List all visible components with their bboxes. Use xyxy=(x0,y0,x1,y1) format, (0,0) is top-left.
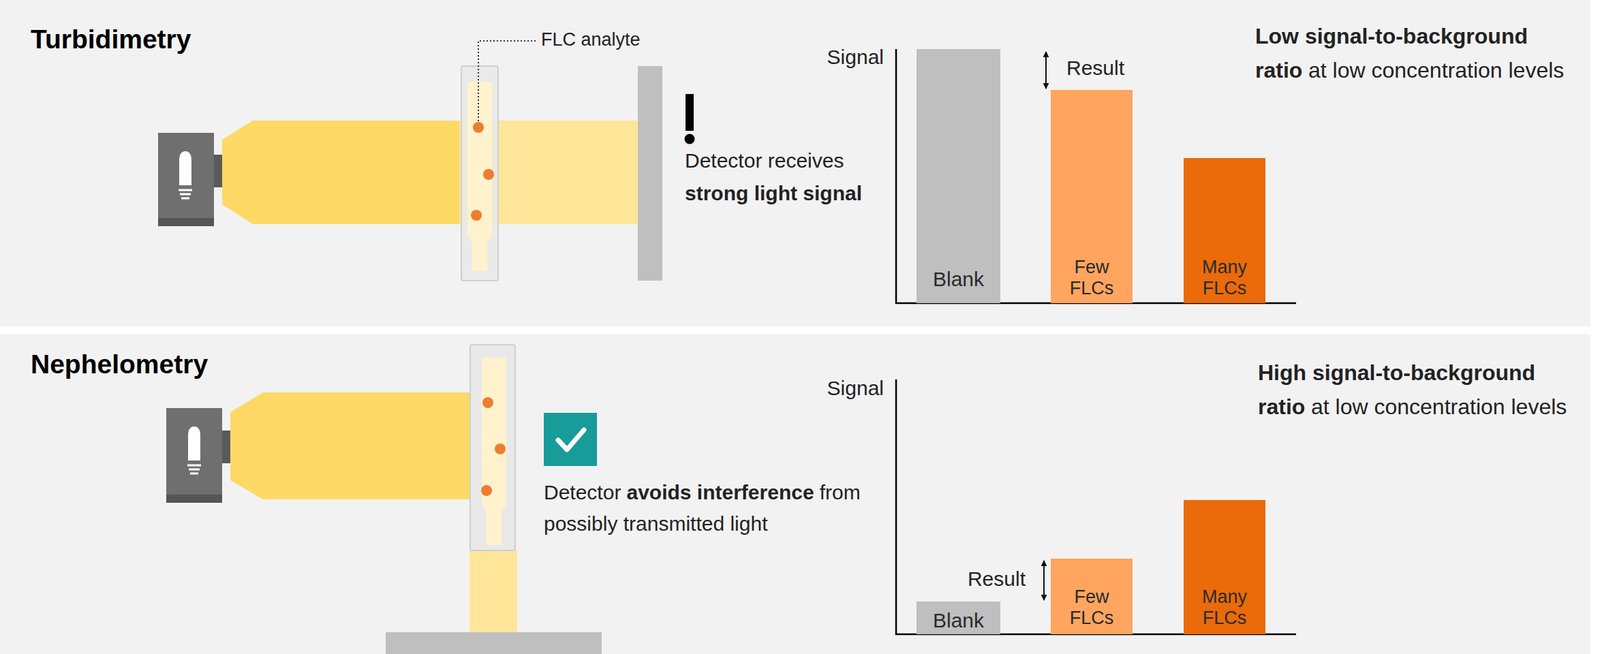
axis-label: Signal xyxy=(783,376,884,401)
light-beam xyxy=(222,120,638,225)
panel-title: Turbidimetry xyxy=(30,24,191,55)
note-text: at low concentration levels xyxy=(1311,394,1567,420)
bar: Many FLCs xyxy=(1183,500,1266,635)
axis-label-block: Signal xyxy=(783,376,884,401)
warning-symbol xyxy=(684,94,696,145)
result-label-block: Result xyxy=(1066,55,1169,81)
panel-ground xyxy=(0,0,1591,327)
leader-line xyxy=(478,40,536,122)
note-text: Detector receives xyxy=(684,144,985,178)
bar: Blank xyxy=(916,49,1001,304)
bar-label: Many FLCs xyxy=(1183,256,1266,300)
bar-label: Many FLCs xyxy=(1183,586,1266,629)
note-text-block: Detectoravoids interferencefrom possibly… xyxy=(543,477,885,540)
bar: Few FLCs xyxy=(1050,558,1133,635)
note-text: Detector xyxy=(543,481,621,504)
cuvette xyxy=(461,66,499,281)
note-text-block: Detector receivesstrong light signal xyxy=(684,144,985,210)
bar: Few FLCs xyxy=(1050,89,1133,304)
bar-label: Blank xyxy=(932,609,984,634)
lamp xyxy=(158,132,223,227)
callout-label: FLC analyte xyxy=(541,28,814,51)
result-label-block: Result xyxy=(919,566,1026,592)
result-label: Result xyxy=(919,566,1026,592)
panel-ground xyxy=(0,334,1591,654)
chart-axes xyxy=(896,379,1297,635)
bar-label: Few FLCs xyxy=(1050,586,1133,629)
panel-title: Nephelometry xyxy=(30,349,208,380)
bar-label: Few FLCs xyxy=(1050,256,1133,300)
axis-label-block: Signal xyxy=(783,44,884,70)
result-label: Result xyxy=(1066,55,1169,81)
bar: Blank xyxy=(916,601,1001,635)
lamp xyxy=(166,408,231,503)
check-icon xyxy=(543,412,597,467)
callout-label-block: FLC analyte xyxy=(541,28,814,51)
note-text-block: High signal-to-background ratioat low co… xyxy=(1257,355,1579,424)
note-text: strong light signal xyxy=(684,177,985,210)
detector-plate xyxy=(637,66,663,281)
cuvette xyxy=(470,344,516,551)
note-text-block: Low signal-to-background ratioat low con… xyxy=(1255,19,1576,88)
detector-plate xyxy=(385,632,602,654)
note-text: avoids interference xyxy=(626,481,814,504)
axis-label: Signal xyxy=(783,44,884,70)
bar: Many FLCs xyxy=(1183,158,1266,304)
bar-label: Blank xyxy=(932,267,984,292)
note-text: at low concentration levels xyxy=(1308,57,1564,83)
result-arrow xyxy=(1043,560,1045,601)
chart-axes xyxy=(896,49,1297,304)
result-arrow xyxy=(1045,51,1047,89)
